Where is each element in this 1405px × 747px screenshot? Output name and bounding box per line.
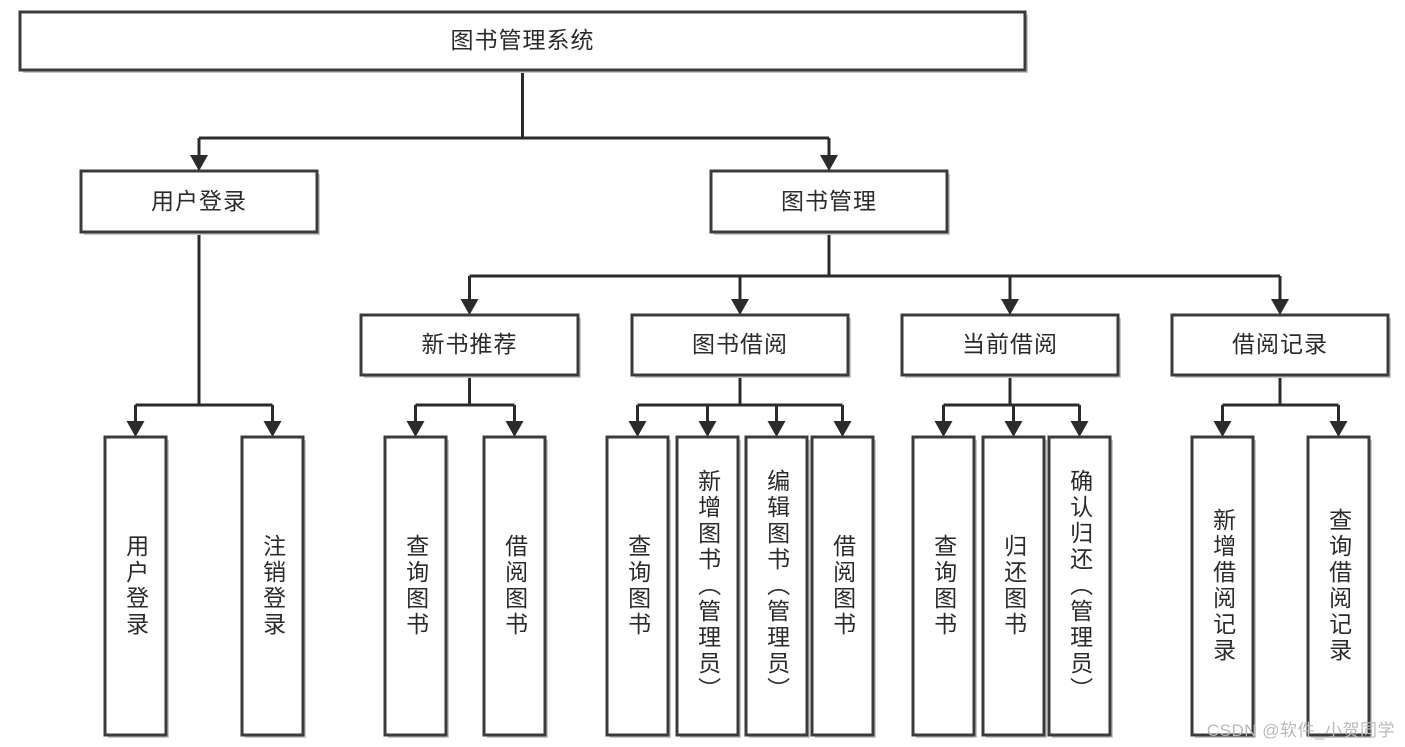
node-leaf-add-record[interactable] xyxy=(1190,435,1255,737)
node-leaf-query-record[interactable] xyxy=(1306,435,1371,737)
connector-arrow-head xyxy=(820,155,838,171)
node-current-borrow[interactable] xyxy=(900,313,1120,377)
connector-arrow-head xyxy=(126,421,145,437)
connector-arrow-head xyxy=(934,421,953,437)
node-leaf-borrow-book-1[interactable] xyxy=(482,435,547,737)
connector-arrow-head xyxy=(731,299,749,315)
node-book-manage[interactable] xyxy=(709,169,949,234)
node-leaf-borrow-book-2[interactable] xyxy=(810,435,875,737)
connector-arrow-head xyxy=(1329,421,1348,437)
connector-arrow-head xyxy=(1070,421,1089,437)
watermark-text: CSDN @软件_小贺同学 xyxy=(1206,721,1395,740)
connector-arrow-head xyxy=(767,421,786,437)
node-boxes xyxy=(18,10,1391,738)
connector-arrow-head xyxy=(505,421,524,437)
connector-lines xyxy=(126,70,1348,437)
connector-arrow-head xyxy=(1004,421,1023,437)
node-user-login[interactable] xyxy=(79,169,319,234)
node-leaf-edit-book[interactable] xyxy=(744,435,809,737)
node-leaf-query-book-1[interactable] xyxy=(383,435,448,737)
connector-arrow-head xyxy=(1001,299,1019,315)
node-leaf-query-book-3[interactable] xyxy=(911,435,976,737)
node-book-borrow[interactable] xyxy=(630,313,850,377)
connector-arrow-head xyxy=(460,299,479,315)
connector-arrow-head xyxy=(628,421,647,437)
connector-arrow-head xyxy=(698,421,717,437)
connector-arrow-head xyxy=(263,421,282,437)
node-new-book-rec[interactable] xyxy=(359,313,580,377)
node-borrow-record[interactable] xyxy=(1170,313,1390,377)
node-leaf-user-login[interactable] xyxy=(103,435,168,737)
connector-arrow-head xyxy=(190,155,208,171)
connector-arrow-head xyxy=(1271,299,1289,315)
connector-arrow-head xyxy=(833,421,852,437)
node-leaf-add-book[interactable] xyxy=(675,435,740,737)
node-root-root[interactable] xyxy=(18,10,1027,72)
node-leaf-query-book-2[interactable] xyxy=(605,435,670,737)
connector-arrow-head xyxy=(406,421,425,437)
connector-arrow-head xyxy=(1213,421,1232,437)
node-leaf-return-book[interactable] xyxy=(981,435,1046,737)
node-leaf-logout[interactable] xyxy=(240,435,305,737)
node-leaf-confirm-return[interactable] xyxy=(1047,435,1112,737)
